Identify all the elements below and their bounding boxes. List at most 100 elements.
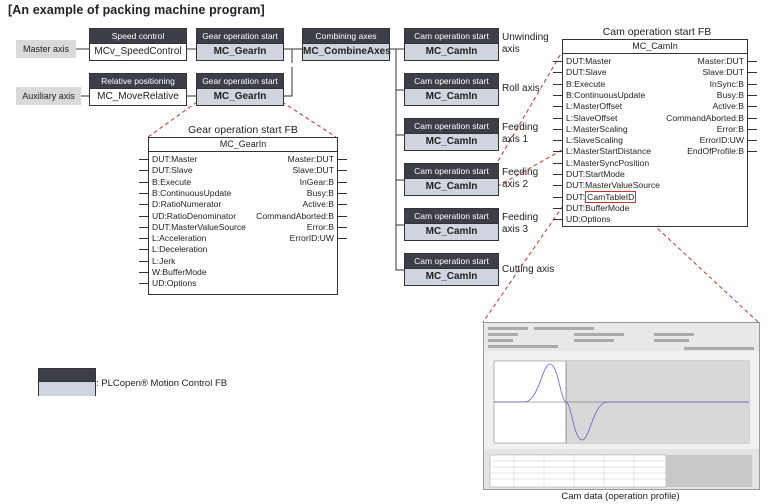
output-pin: EndOfProfile:B bbox=[687, 146, 744, 157]
cam-fb-name: MC_CamIn bbox=[563, 40, 747, 54]
input-pin: UD:RatioDenominator bbox=[152, 210, 237, 221]
cam-fb-caption: Cam operation start FB bbox=[602, 26, 712, 38]
input-pin: L:SlaveScaling bbox=[566, 135, 623, 146]
input-pin: B:ContinuousUpdate bbox=[566, 89, 646, 100]
input-pin-line bbox=[553, 61, 563, 62]
output-pin-line bbox=[747, 94, 757, 96]
feeding-axis-2-label: Feeding axis 2 bbox=[502, 167, 539, 190]
input-pin-line bbox=[139, 238, 149, 240]
input-pin: L:SlaveOffset bbox=[566, 112, 618, 123]
output-pin-line bbox=[337, 181, 347, 183]
input-pin-line bbox=[553, 140, 563, 142]
output-pin-line bbox=[337, 204, 347, 206]
input-pin-line bbox=[553, 185, 563, 187]
input-pin: DUT:MasterValueSource bbox=[152, 221, 246, 232]
cam-in-name: MC_CamIn bbox=[405, 268, 498, 285]
output-pin: Master:DUT bbox=[697, 56, 744, 66]
output-pin: Busy:B bbox=[306, 187, 334, 198]
combine-axes-block: Combining axes MC_CombineAxes bbox=[302, 28, 391, 61]
cam-in-name: MC_CamIn bbox=[405, 178, 498, 195]
output-pin-line bbox=[337, 170, 347, 172]
input-pin-line bbox=[553, 162, 563, 164]
cam-in-header: Cam operation start bbox=[405, 119, 498, 133]
input-pin-line bbox=[553, 83, 563, 85]
input-pin-line bbox=[139, 260, 149, 262]
legend-swatch-light bbox=[39, 381, 95, 396]
output-pin-line bbox=[747, 128, 757, 130]
output-pin: Busy:B bbox=[716, 89, 744, 100]
move-relative-block: Relative positioning MC_MoveRelative bbox=[89, 73, 187, 106]
output-pin-line bbox=[747, 83, 757, 85]
gear-in-header-2: Gear operation start bbox=[197, 74, 283, 88]
input-pin: DUT:BufferMode bbox=[566, 202, 630, 213]
input-pin-line bbox=[139, 215, 149, 217]
input-pin: L:Deceleration bbox=[152, 244, 208, 255]
legend-swatch bbox=[38, 368, 96, 396]
output-pin: Slave:DUT bbox=[292, 165, 334, 176]
combine-axes-header: Combining axes bbox=[303, 29, 389, 43]
input-pin: UD:Options bbox=[152, 278, 197, 289]
input-pin: W:BufferMode bbox=[152, 267, 207, 277]
input-pin: B:Execute bbox=[152, 176, 192, 187]
page-title: [An example of packing machine program] bbox=[8, 3, 265, 17]
move-relative-header: Relative positioning bbox=[90, 74, 186, 88]
cam-data-caption: Cam data (operation profile) bbox=[561, 491, 680, 502]
input-pin: B:Execute bbox=[566, 78, 606, 89]
input-pin-line bbox=[139, 170, 149, 172]
cam-in-header: Cam operation start bbox=[405, 29, 498, 43]
cam-in-block-2: Cam operation start MC_CamIn bbox=[404, 73, 499, 106]
output-pin: CommandAborted:B bbox=[666, 112, 744, 123]
output-pin: Error:B bbox=[306, 221, 334, 232]
output-pin-line bbox=[337, 226, 347, 228]
cam-in-header: Cam operation start bbox=[405, 164, 498, 178]
input-pin-line bbox=[553, 174, 563, 175]
input-pin-line bbox=[553, 196, 563, 198]
input-pin: D:RatioNumerator bbox=[152, 199, 222, 210]
cam-in-block-3: Cam operation start MC_CamIn bbox=[404, 118, 499, 151]
input-pin: B:ContinuousUpdate bbox=[152, 187, 232, 198]
input-pin-line bbox=[553, 128, 563, 130]
input-pin-line bbox=[553, 151, 563, 153]
gear-in-name-2: MC_GearIn bbox=[197, 88, 283, 105]
input-pin-line bbox=[139, 181, 149, 183]
output-pin-line bbox=[747, 72, 757, 74]
cam-in-header: Cam operation start bbox=[405, 209, 498, 223]
output-pin: ErrorID:UW bbox=[699, 135, 744, 146]
output-pin-line bbox=[337, 192, 347, 194]
legend-text: : PLCopen® Motion Control FB bbox=[96, 378, 228, 389]
input-pin: DUT:Master bbox=[152, 154, 198, 164]
input-pin: DUT:StartMode bbox=[566, 169, 625, 179]
gear-in-block-1: Gear operation start MC_GearIn bbox=[196, 28, 284, 61]
gear-in-name-1: MC_GearIn bbox=[197, 43, 283, 60]
cam-in-header: Cam operation start bbox=[405, 74, 498, 88]
output-pin: Master:DUT bbox=[287, 154, 334, 164]
speed-control-block: Speed control MCv_SpeedControl bbox=[89, 28, 187, 61]
cam-in-name: MC_CamIn bbox=[405, 88, 498, 105]
input-pin: DUT:Slave bbox=[152, 165, 193, 176]
input-pin-line bbox=[139, 204, 149, 206]
move-relative-name: MC_MoveRelative bbox=[90, 88, 186, 105]
output-pin-line bbox=[747, 61, 757, 62]
output-pin-line bbox=[747, 117, 757, 119]
input-pin-line bbox=[553, 94, 563, 96]
output-pin: CommandAborted:B bbox=[256, 210, 334, 221]
output-pin: Active:B bbox=[712, 101, 744, 112]
unwinding-axis-label: Unwinding axis bbox=[502, 32, 549, 55]
output-pin: InSync:B bbox=[709, 78, 744, 89]
master-axis-label: Master axis bbox=[16, 40, 76, 58]
cam-in-name: MC_CamIn bbox=[405, 133, 498, 150]
input-pin-line bbox=[139, 272, 149, 273]
input-pin-line bbox=[553, 219, 563, 221]
auxiliary-axis-label: Auxiliary axis bbox=[16, 87, 81, 105]
cam-in-name: MC_CamIn bbox=[405, 43, 498, 60]
combine-axes-name: MC_CombineAxes bbox=[303, 43, 391, 60]
cam-profile-window bbox=[484, 323, 759, 489]
input-pin-line bbox=[139, 283, 149, 285]
output-pin: Active:B bbox=[302, 199, 334, 210]
input-pin: L:MasterSyncPosition bbox=[566, 157, 650, 168]
input-pin-line bbox=[553, 207, 563, 209]
gear-in-block-2: Gear operation start MC_GearIn bbox=[196, 73, 284, 106]
cam-in-block-6: Cam operation start MC_CamIn bbox=[404, 253, 499, 286]
